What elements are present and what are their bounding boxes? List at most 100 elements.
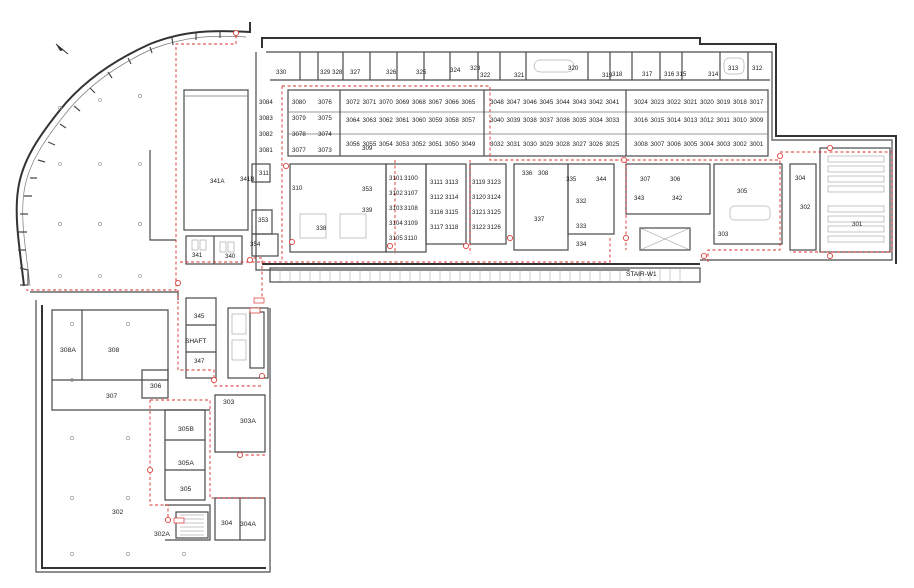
cubicle-3076: 3076: [318, 99, 332, 106]
cubicle-3068: 3068: [412, 99, 426, 106]
room-319: 319: [602, 72, 613, 79]
cubicle-3103: 3103: [389, 205, 403, 212]
egress-routes: [26, 30, 893, 520]
training-room-tables: [827, 155, 885, 243]
cubicle-3035: 3035: [573, 117, 587, 124]
cubicle-3073: 3073: [318, 147, 332, 154]
cubicle-3012: 3012: [700, 117, 714, 124]
cubicle-3042: 3042: [589, 99, 603, 106]
room-308: 308: [108, 347, 120, 354]
cubicle-3048: 3048: [490, 99, 504, 106]
cubicle-3078: 3078: [292, 131, 306, 138]
cubicle-3052: 3052: [412, 141, 426, 148]
room-332: 332: [576, 198, 587, 205]
cubicle-3070: 3070: [379, 99, 393, 106]
cubicle-3124: 3124: [487, 194, 501, 201]
cubicle-3033: 3033: [606, 117, 620, 124]
room-325: 325: [416, 69, 427, 76]
cubicle-3122: 3122: [472, 224, 486, 231]
east-building: [255, 37, 897, 283]
room-337: 337: [534, 216, 545, 223]
cubicle-3119: 3119: [472, 179, 486, 186]
room-305a: 305A: [178, 460, 194, 467]
room-353b: 353: [362, 186, 373, 193]
cubicle-3017: 3017: [750, 99, 764, 106]
cubicle-3003: 3003: [717, 141, 731, 148]
room-308-east: 308: [538, 170, 549, 177]
room-327: 327: [350, 69, 361, 76]
cubicle-3007: 3007: [651, 141, 665, 148]
cubicle-3005: 3005: [684, 141, 698, 148]
cubicle-3040: 3040: [490, 117, 504, 124]
room-304: 304: [221, 520, 233, 527]
room-301: 301: [852, 221, 863, 228]
columns-west: [58, 94, 186, 556]
cubicle-3108: 3108: [404, 205, 418, 212]
cubicle-3105: 3105: [389, 235, 403, 242]
cubicle-3026: 3026: [589, 141, 603, 148]
room-340: 340: [225, 253, 236, 260]
cubicle-3044: 3044: [556, 99, 570, 106]
cubicle-3063: 3063: [363, 117, 377, 124]
cubicle-3077: 3077: [292, 147, 306, 154]
room-328: 328: [332, 69, 343, 76]
cubicle-3113: 3113: [445, 179, 459, 186]
cubicle-3064: 3064: [346, 117, 360, 124]
cubicle-3028: 3028: [556, 141, 570, 148]
room-307-east: 307: [640, 176, 651, 183]
cubicle-3045: 3045: [540, 99, 554, 106]
cubicle-3065: 3065: [462, 99, 476, 106]
cubicle-3015: 3015: [651, 117, 665, 124]
room-303a: 303A: [240, 418, 256, 425]
room-345: 345: [194, 313, 205, 320]
cubicle-3102: 3102: [389, 190, 403, 197]
cubicle-3024: 3024: [634, 99, 648, 106]
cubicle-3110: 3110: [404, 235, 418, 242]
cubicle-3027: 3027: [573, 141, 587, 148]
cubicle-3030: 3030: [523, 141, 537, 148]
room-303: 303: [223, 399, 235, 406]
cubicle-3067: 3067: [429, 99, 443, 106]
cubicle-3008: 3008: [634, 141, 648, 148]
room-314: 314: [708, 71, 719, 78]
cubicle-3056: 3056: [346, 141, 360, 148]
room-311: 311: [259, 170, 269, 177]
room-334: 334: [576, 241, 587, 248]
cubicle-3023: 3023: [651, 99, 665, 106]
room-312: 312: [752, 65, 763, 72]
stair-w1-label: STAIR-W1: [626, 271, 657, 278]
cubicle-3029: 3029: [540, 141, 554, 148]
room-347: 347: [194, 358, 205, 365]
cubicle-3061: 3061: [396, 117, 410, 124]
cubicle-3112: 3112: [430, 194, 444, 201]
cubicle-3022: 3022: [667, 99, 681, 106]
cubicle-3031: 3031: [507, 141, 521, 148]
room-320: 320: [568, 65, 579, 72]
cubicle-3079: 3079: [292, 115, 306, 122]
cubicle-3062: 3062: [379, 117, 393, 124]
room-342: 342: [672, 195, 683, 202]
cubicle-3051: 3051: [429, 141, 443, 148]
cubicle-3117: 3117: [430, 224, 444, 231]
cubicle-3054: 3054: [379, 141, 393, 148]
north-west-block: [149, 89, 279, 265]
cubicle-3001: 3001: [750, 141, 764, 148]
cubicle-3081: 3081: [259, 147, 273, 154]
cubicle-3013: 3013: [684, 117, 698, 124]
cubicle-3018: 3018: [733, 99, 747, 106]
cubicle-3025: 3025: [606, 141, 620, 148]
room-330: 330: [276, 69, 287, 76]
north-arrow-icon: [55, 43, 69, 55]
cubicle-3006: 3006: [667, 141, 681, 148]
cubicle-3039: 3039: [507, 117, 521, 124]
cubicle-3071: 3071: [363, 99, 377, 106]
room-305b: 305B: [178, 426, 194, 433]
cubicle-3080: 3080: [292, 99, 306, 106]
cubicle-3004: 3004: [700, 141, 714, 148]
room-304a: 304A: [240, 521, 256, 528]
room-339: 339: [362, 207, 373, 214]
room-354: 354: [250, 241, 261, 248]
room-341: 341: [192, 252, 203, 259]
room-322: 322: [480, 72, 491, 79]
